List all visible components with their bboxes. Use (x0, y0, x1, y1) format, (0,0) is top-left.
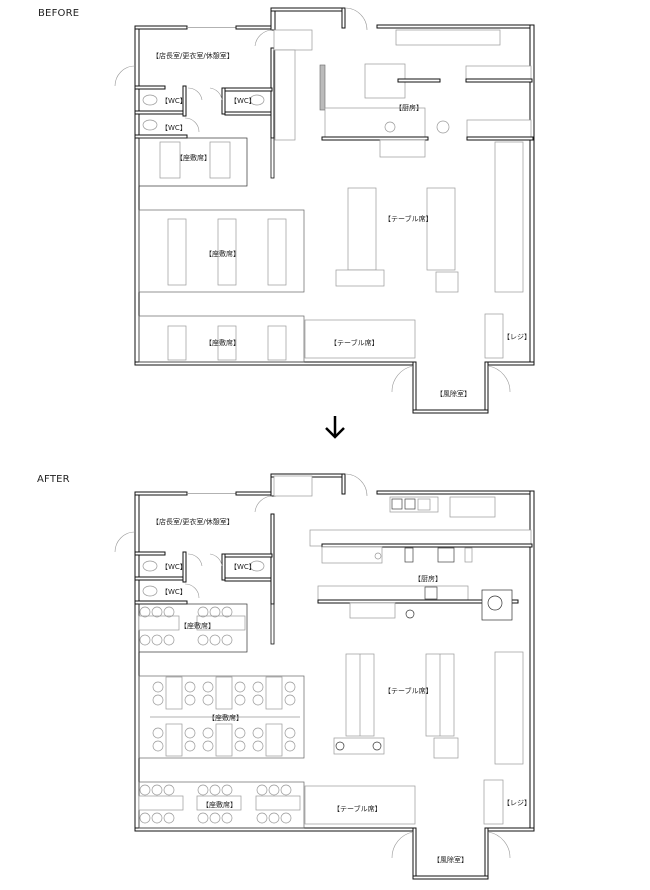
after-zashiki-3 (138, 781, 305, 829)
down-arrow-icon (325, 416, 345, 439)
before-doors (114, 7, 511, 393)
before-kitchen-equipment (273, 29, 534, 158)
after-label-zashiki-1: 【座敷席】 (180, 621, 215, 630)
after-label-wc2: 【WC】 (230, 563, 256, 571)
before-label-kitchen: 【厨房】 (395, 103, 423, 112)
after-label-office: 【店長室/更衣室/休憩室】 (152, 517, 234, 526)
after-toilets (142, 560, 265, 597)
before-label-register: 【レジ】 (503, 333, 531, 341)
after-label-table-2: 【テーブル席】 (333, 804, 382, 813)
after-label-register: 【レジ】 (503, 799, 531, 807)
before-zashiki-3 (138, 315, 305, 363)
before-label-table-1: 【テーブル席】 (384, 214, 433, 223)
after-walls (134, 473, 535, 880)
before-caption: BEFORE (38, 8, 80, 19)
after-kitchen-equipment (273, 475, 533, 621)
before-label-vestibule: 【風除室】 (436, 389, 471, 398)
before-label-table-2: 【テーブル席】 (330, 338, 379, 347)
before-label-office: 【店長室/更衣室/休憩室】 (152, 51, 234, 60)
before-zashiki-2 (138, 209, 305, 293)
after-doors (114, 473, 511, 859)
before-label-wc2: 【WC】 (230, 97, 256, 105)
after-label-table-1: 【テーブル席】 (384, 686, 433, 695)
before-walls (134, 7, 535, 414)
after-label-kitchen: 【厨房】 (414, 574, 442, 583)
after-table-seats (304, 651, 524, 825)
before-plan: 【店長室/更衣室/休憩室】 【WC】 【WC】 【WC】 【厨房】 【座敷席】 … (114, 7, 535, 414)
before-label-zashiki-3: 【座敷席】 (205, 338, 240, 347)
after-label-zashiki-3: 【座敷席】 (202, 800, 237, 809)
before-label-zashiki-2: 【座敷席】 (205, 249, 240, 258)
before-label-wc1: 【WC】 (161, 97, 187, 105)
before-label-wc3: 【WC】 (161, 124, 187, 132)
after-label-wc1: 【WC】 (161, 563, 187, 571)
after-caption: AFTER (37, 474, 70, 485)
after-plan: 【店長室/更衣室/休憩室】 【WC】 【WC】 【WC】 【厨房】 【座敷席】 … (114, 473, 535, 880)
before-zashiki-1 (138, 137, 248, 187)
after-label-wc3: 【WC】 (161, 588, 187, 596)
after-label-vestibule: 【風除室】 (433, 855, 468, 864)
after-label-zashiki-2: 【座敷席】 (208, 713, 243, 722)
after-zashiki-2 (138, 675, 305, 759)
after-zashiki-1 (138, 603, 248, 653)
before-toilets (142, 94, 265, 131)
before-table-seats (304, 141, 524, 359)
before-label-zashiki-1: 【座敷席】 (176, 153, 211, 162)
